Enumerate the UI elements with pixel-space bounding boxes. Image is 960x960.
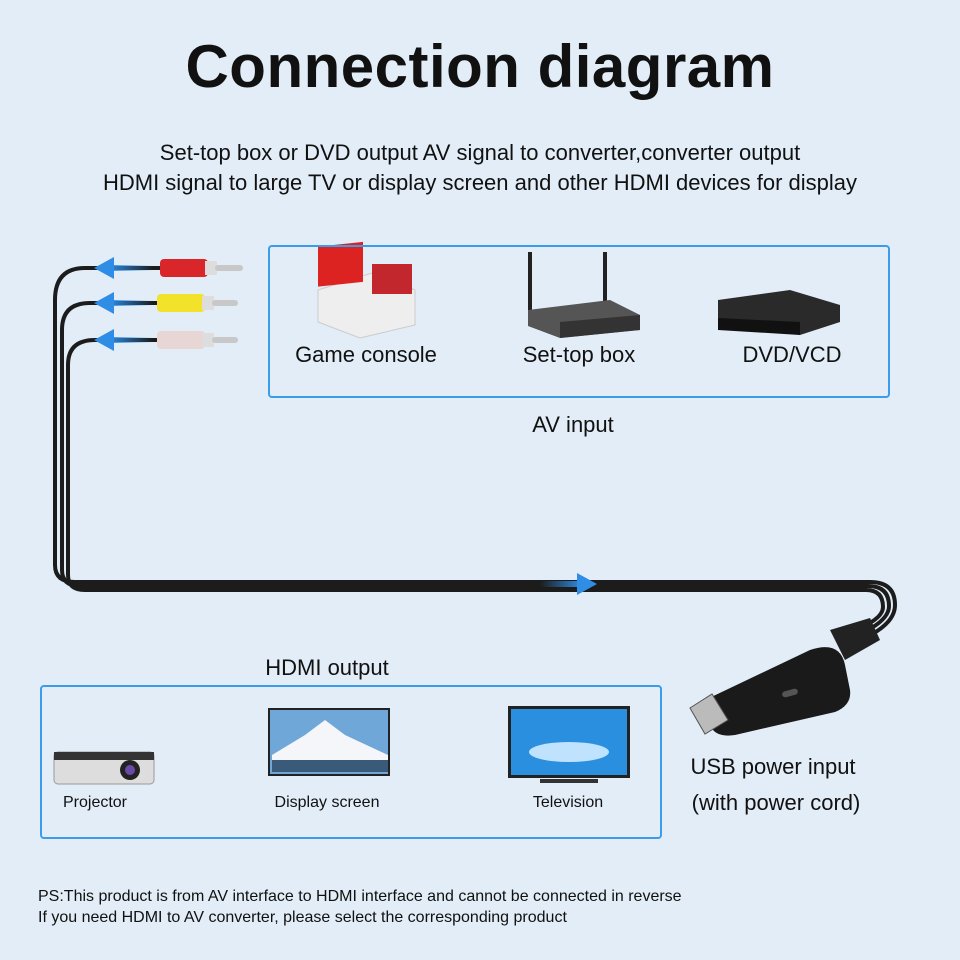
set-top-box-image — [528, 252, 640, 338]
subtitle-line-1: Set-top box or DVD output AV signal to c… — [159, 140, 801, 165]
hdmi-output-label: HDMI output — [265, 655, 389, 680]
page-title: Connection diagram — [185, 33, 775, 100]
av-input-box — [268, 245, 890, 398]
arrow-left-icon — [94, 257, 153, 279]
device-label-game-console: Game console — [295, 342, 437, 367]
arrow-left-icon — [94, 292, 153, 314]
device-label-projector: Projector — [62, 794, 128, 811]
note-line-1: PS:This product is from AV interface to … — [38, 888, 682, 905]
av-cable — [53, 266, 898, 642]
av-input-label: AV input — [532, 412, 614, 437]
power-cord-label: (with power cord) — [691, 790, 861, 815]
device-label-dvd: DVD/VCD — [742, 342, 842, 367]
projector-image — [53, 751, 155, 785]
usb-power-label: USB power input — [690, 754, 856, 779]
television-image — [508, 706, 630, 783]
dvd-player-image — [718, 290, 840, 335]
device-label-display-screen: Display screen — [274, 794, 380, 811]
hdmi-output-box — [40, 685, 662, 839]
note-line-2: If you need HDMI to AV converter, please… — [38, 909, 567, 926]
rca-plug-yellow — [157, 294, 238, 312]
subtitle-line-2: HDMI signal to large TV or display scree… — [102, 170, 858, 195]
hdmi-converter — [689, 618, 880, 736]
arrow-left-icon — [94, 329, 153, 351]
device-label-set-top-box: Set-top box — [522, 342, 636, 367]
arrow-right-icon — [540, 573, 597, 595]
rca-plug-white — [157, 331, 238, 349]
rca-plug-red — [160, 259, 243, 277]
device-label-television: Television — [532, 794, 604, 811]
game-console-image — [317, 241, 416, 339]
display-screen-image — [268, 708, 390, 776]
